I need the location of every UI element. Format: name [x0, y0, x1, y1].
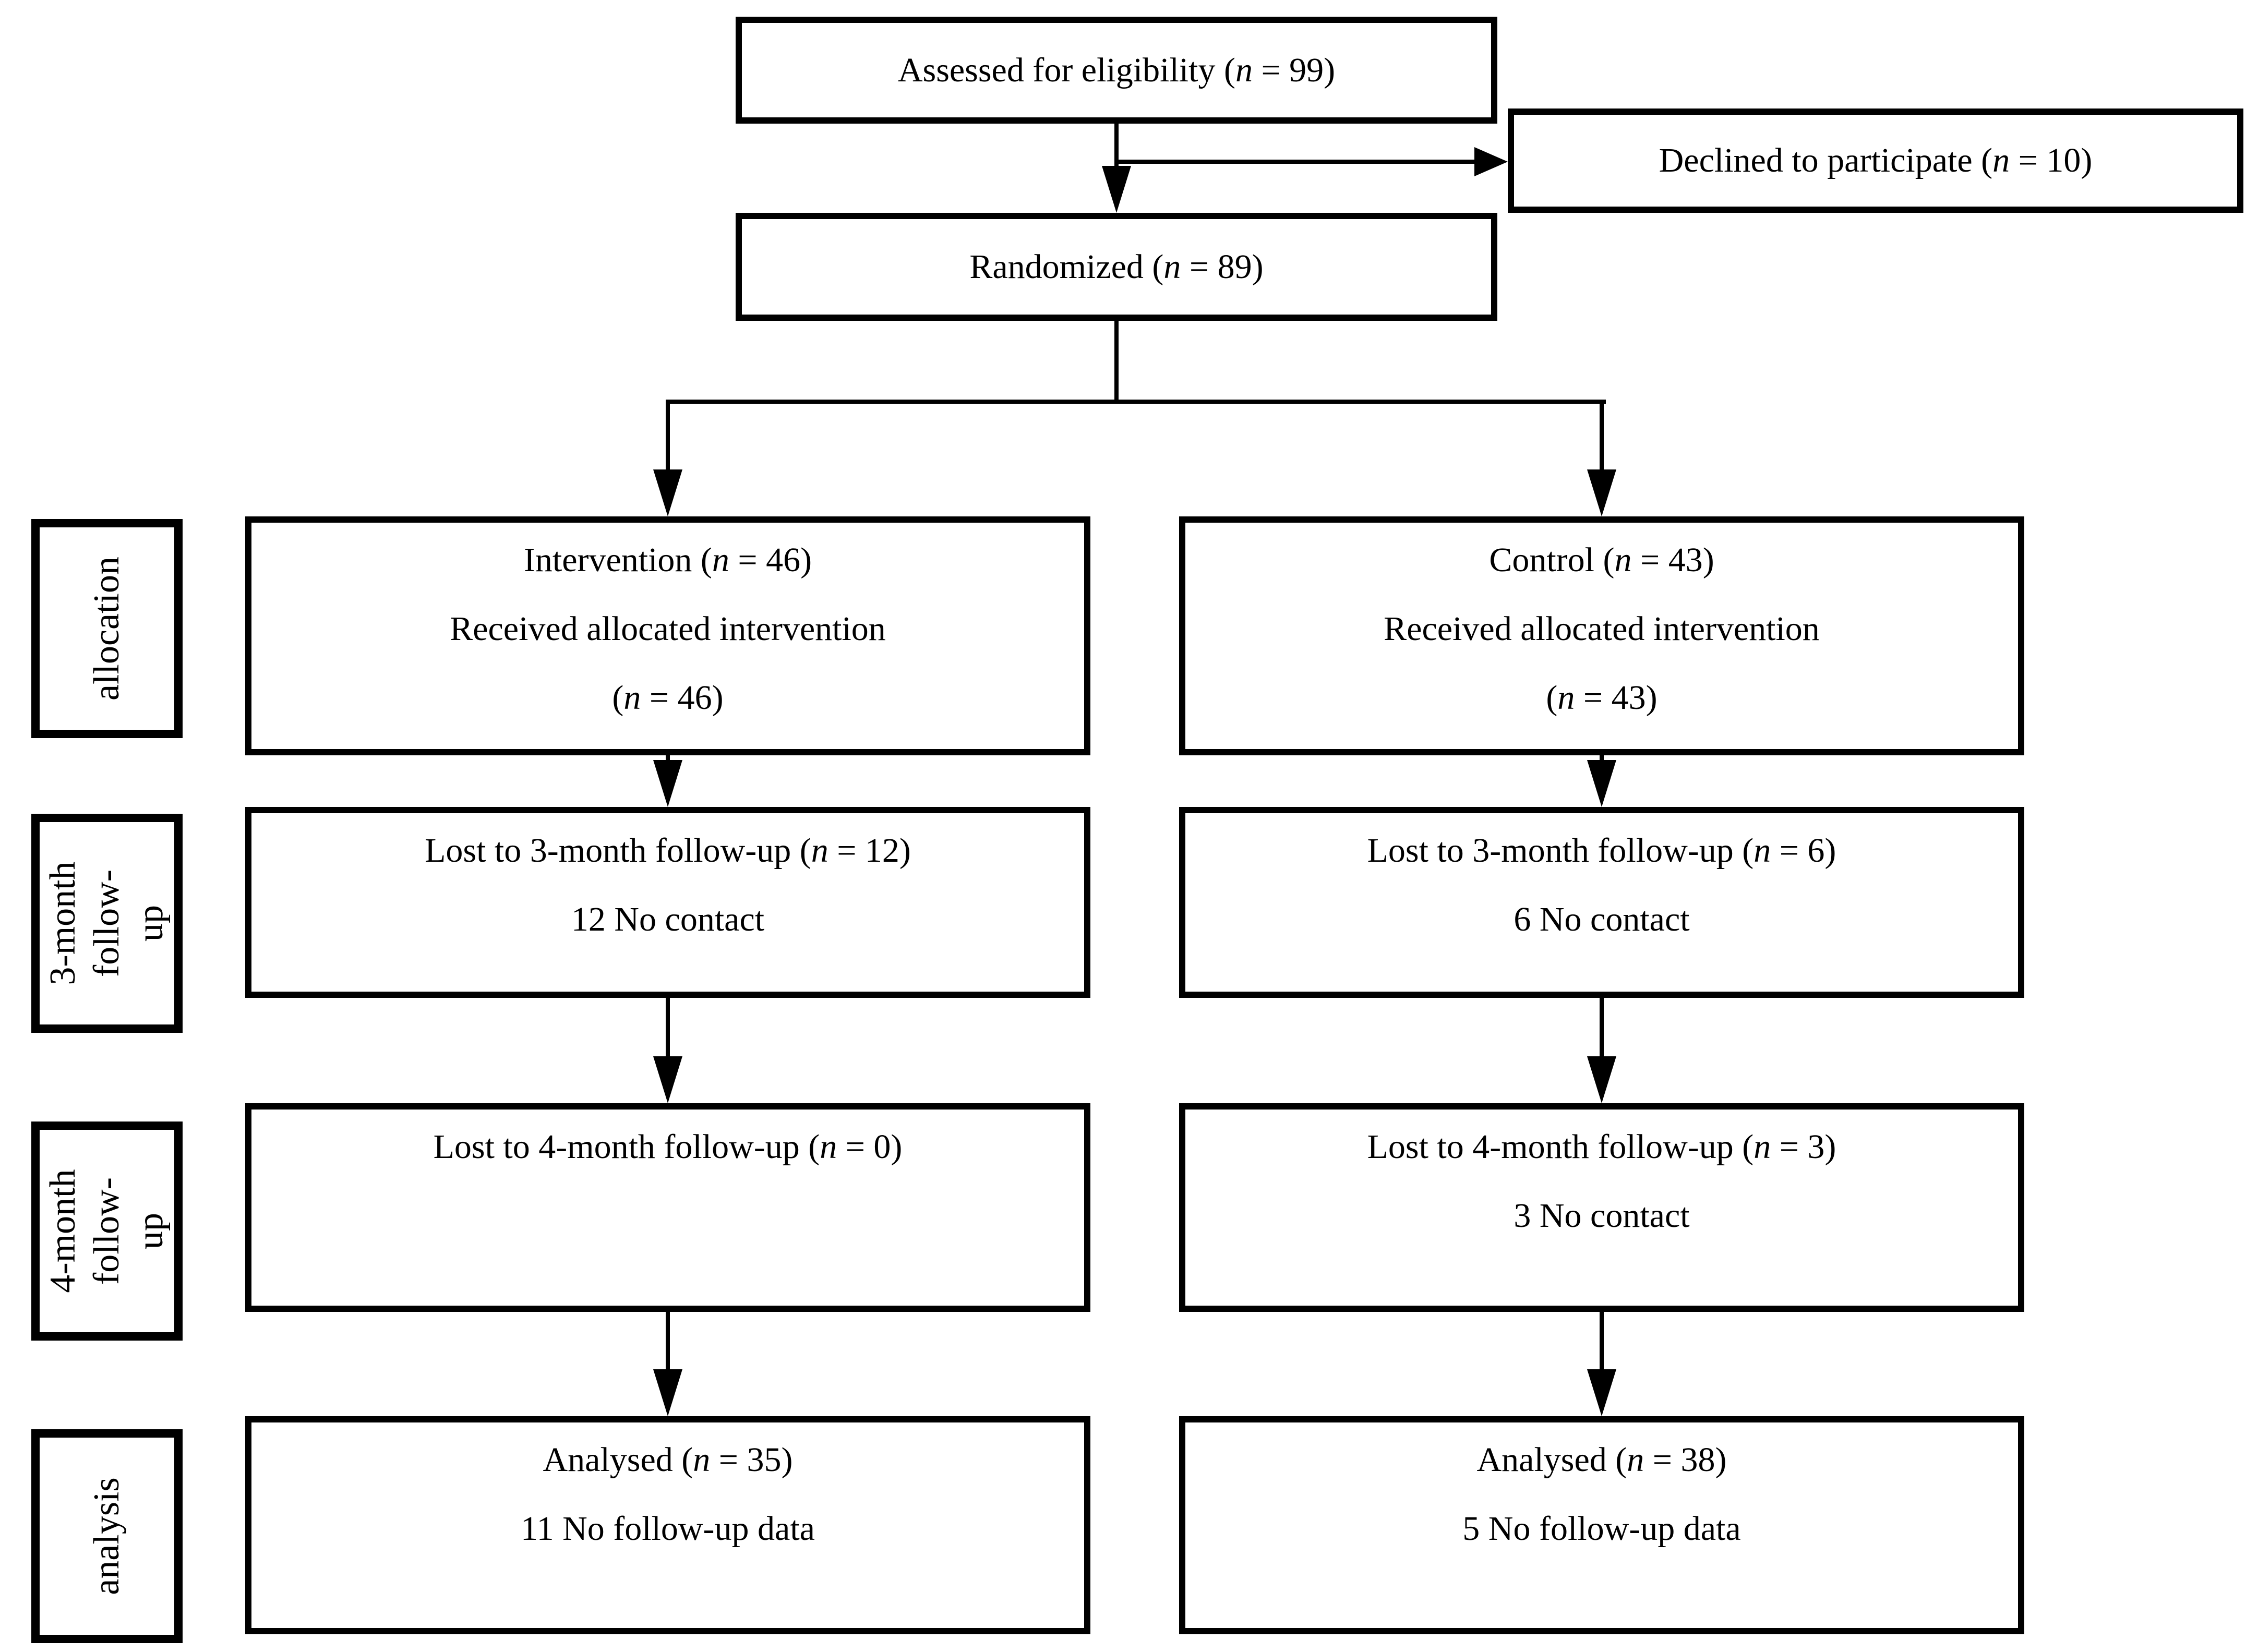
connector-branch-declined [1114, 160, 1476, 164]
control-3month-line1: Lost to 3-month follow-up (n = 6) [1367, 831, 1836, 870]
control-4month-line1: Lost to 4-month follow-up (n = 3) [1367, 1128, 1836, 1166]
connector-assessed-down [1114, 124, 1119, 168]
control-3month-line2: 6 No contact [1514, 900, 1690, 938]
stage-label-allocation: allocation [31, 519, 183, 738]
arrow-right-to-declined-icon [1474, 147, 1508, 176]
intervention-allocation-line2: Received allocated intervention [450, 610, 886, 648]
control-4month-box: Lost to 4-month follow-up (n = 3) 3 No c… [1179, 1103, 2024, 1312]
stage-label-3month-followup: 3-month follow-up [31, 814, 183, 1033]
stage-label-allocation-text: allocation [87, 556, 127, 701]
intervention-4month-box: Lost to 4-month follow-up (n = 0) [245, 1103, 1090, 1312]
intervention-4month-line1: Lost to 4-month follow-up (n = 0) [433, 1128, 903, 1166]
stage-label-4month-followup: 4-month follow-up [31, 1122, 183, 1341]
assessed-text: Assessed for eligibility (n = 99) [897, 51, 1336, 89]
connector-right-3month-to-4month [1600, 998, 1604, 1063]
randomized-text: Randomized (n = 89) [969, 247, 1264, 286]
declined-text: Declined to participate (n = 10) [1659, 141, 2093, 179]
connector-split-horizontal [666, 400, 1606, 404]
declined-box: Declined to participate (n = 10) [1508, 108, 2243, 213]
assessed-box: Assessed for eligibility (n = 99) [736, 17, 1497, 124]
arrow-down-right-3month-icon [1587, 760, 1616, 807]
intervention-analysis-line2: 11 No follow-up data [521, 1510, 815, 1548]
arrow-down-right-analysis-icon [1587, 1369, 1616, 1416]
control-analysis-line2: 5 No follow-up data [1462, 1510, 1741, 1548]
control-3month-box: Lost to 3-month follow-up (n = 6) 6 No c… [1179, 807, 2024, 998]
intervention-3month-line1: Lost to 3-month follow-up (n = 12) [425, 831, 911, 870]
control-analysis-box: Analysed (n = 38) 5 No follow-up data [1179, 1416, 2024, 1634]
stage-label-analysis-text: analysis [87, 1477, 127, 1595]
connector-right-4month-to-analysis [1600, 1312, 1604, 1377]
arrow-down-left-3month-icon [653, 760, 682, 807]
arrow-down-left-analysis-icon [653, 1369, 682, 1416]
arrow-down-to-control-icon [1587, 469, 1616, 516]
control-analysis-line1: Analysed (n = 38) [1476, 1441, 1727, 1479]
intervention-allocation-box: Intervention (n = 46) Received allocated… [245, 516, 1090, 755]
connector-left-3month-to-4month [666, 998, 670, 1063]
stage-label-3month-text: 3-month follow-up [43, 861, 171, 985]
intervention-analysis-box: Analysed (n = 35) 11 No follow-up data [245, 1416, 1090, 1634]
arrow-down-right-4month-icon [1587, 1056, 1616, 1103]
arrow-down-to-randomized-icon [1102, 166, 1131, 213]
connector-left-4month-to-analysis [666, 1312, 670, 1377]
intervention-3month-box: Lost to 3-month follow-up (n = 12) 12 No… [245, 807, 1090, 998]
control-allocation-line3: (n = 43) [1546, 679, 1658, 717]
connector-randomized-down [1114, 321, 1119, 404]
stage-label-analysis: analysis [31, 1429, 183, 1643]
control-allocation-line2: Received allocated intervention [1384, 610, 1820, 648]
control-4month-line2: 3 No contact [1514, 1197, 1690, 1235]
intervention-allocation-line3: (n = 46) [612, 679, 724, 717]
arrow-down-left-4month-icon [653, 1056, 682, 1103]
arrow-down-to-intervention-icon [653, 469, 682, 516]
intervention-3month-line2: 12 No contact [571, 900, 765, 938]
connector-left-branch-down [666, 400, 670, 473]
intervention-allocation-line1: Intervention (n = 46) [523, 541, 812, 579]
control-allocation-line1: Control (n = 43) [1489, 541, 1714, 579]
intervention-analysis-line1: Analysed (n = 35) [543, 1441, 793, 1479]
randomized-box: Randomized (n = 89) [736, 213, 1497, 321]
stage-label-4month-text: 4-month follow-up [43, 1169, 171, 1293]
connector-right-branch-down [1600, 400, 1604, 473]
control-allocation-box: Control (n = 43) Received allocated inte… [1179, 516, 2024, 755]
